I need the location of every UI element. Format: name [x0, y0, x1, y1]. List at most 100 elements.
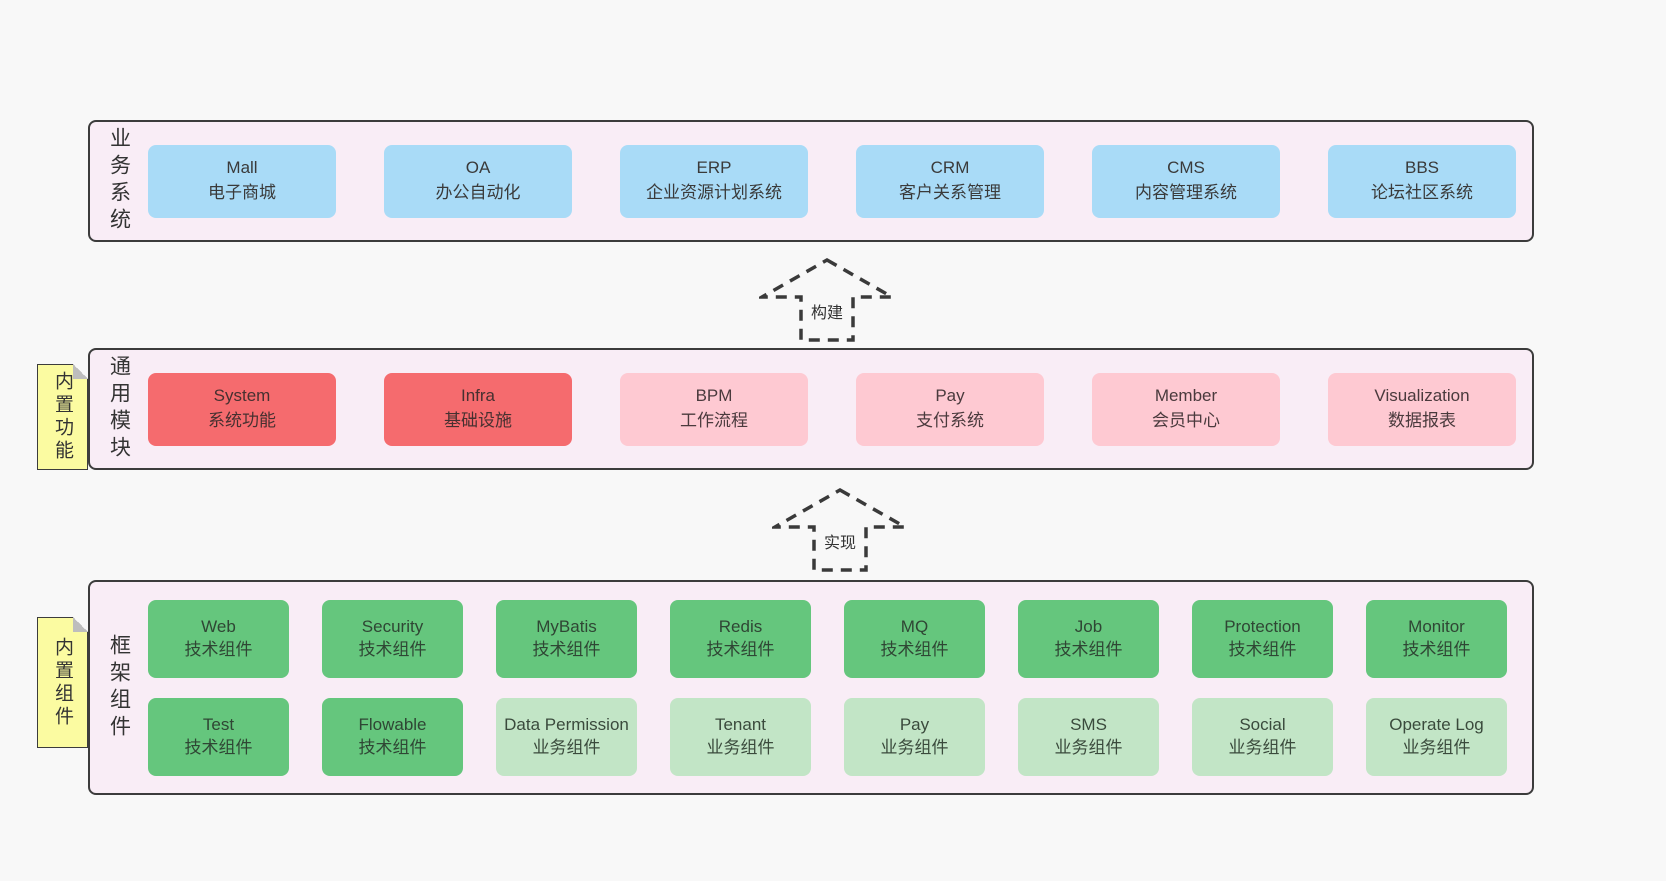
- box-mall-zh: 电子商城: [208, 183, 276, 202]
- box-web-zh: 技术组件: [184, 639, 253, 659]
- box-redis-zh: 技术组件: [706, 639, 775, 659]
- box-test: Test 技术组件: [148, 697, 289, 776]
- box-cms: CMS 内容管理系统: [1092, 144, 1280, 218]
- box-cms-en: CMS: [1167, 158, 1205, 178]
- box-job: Job 技术组件: [1018, 599, 1159, 678]
- box-data-permission-en: Data Permission: [504, 714, 629, 734]
- box-system-en: System: [213, 386, 271, 406]
- box-bpm-zh: 工作流程: [680, 411, 748, 430]
- sticky-builtin-components-label: 内置组件: [52, 636, 73, 729]
- components-side-label-wrap: 框架组件: [90, 582, 148, 793]
- box-data-permission: Data Permission 业务组件: [496, 697, 637, 776]
- box-flowable-zh: 技术组件: [358, 737, 427, 757]
- sticky-note-builtin-features: 内置功能: [37, 364, 88, 470]
- layer-common-modules: 通用模块 System 系统功能 Infra 基础设施 BPM 工作流程 Pay…: [88, 348, 1534, 470]
- box-social-en: Social: [1239, 714, 1286, 734]
- box-crm: CRM 客户关系管理: [856, 144, 1044, 218]
- box-cms-zh: 内容管理系统: [1135, 183, 1237, 202]
- box-flowable-en: Flowable: [358, 714, 427, 734]
- box-bpm-en: BPM: [695, 386, 733, 406]
- module-boxes: System 系统功能 Infra 基础设施 BPM 工作流程 Pay 支付系统…: [148, 350, 1532, 468]
- components-row-1: Web 技术组件 Security 技术组件 MyBatis 技术组件 Redi…: [148, 599, 1522, 678]
- sticky-builtin-features-label: 内置功能: [52, 371, 73, 463]
- box-bbs-zh: 论坛社区系统: [1371, 183, 1473, 202]
- box-data-permission-zh: 业务组件: [532, 737, 601, 757]
- box-operate-log: Operate Log 业务组件: [1366, 697, 1507, 776]
- box-tenant-en: Tenant: [714, 714, 767, 734]
- box-monitor-en: Monitor: [1408, 616, 1465, 636]
- box-visualization-zh: 数据报表: [1388, 411, 1456, 430]
- box-sms-en: SMS: [1070, 714, 1107, 734]
- box-bbs: BBS 论坛社区系统: [1328, 144, 1516, 218]
- box-pay-component-en: Pay: [899, 714, 930, 734]
- box-redis-en: Redis: [718, 616, 763, 636]
- box-mq: MQ 技术组件: [844, 599, 985, 678]
- box-erp-zh: 企业资源计划系统: [646, 183, 782, 202]
- box-protection-zh: 技术组件: [1228, 639, 1297, 659]
- business-boxes: Mall 电子商城 OA 办公自动化 ERP 企业资源计划系统 CRM 客户关系…: [148, 122, 1532, 240]
- box-social-zh: 业务组件: [1228, 737, 1297, 757]
- box-crm-zh: 客户关系管理: [899, 183, 1001, 202]
- box-protection-en: Protection: [1224, 616, 1301, 636]
- box-infra-zh: 基础设施: [444, 411, 512, 430]
- layer-framework-components: 框架组件 Web 技术组件 Security 技术组件 MyBatis 技术组件…: [88, 580, 1534, 795]
- box-mq-zh: 技术组件: [880, 639, 949, 659]
- box-visualization: Visualization 数据报表: [1328, 372, 1516, 446]
- box-mq-en: MQ: [900, 616, 929, 636]
- box-infra-en: Infra: [460, 386, 496, 406]
- arrow-build-label: 构建: [810, 305, 844, 322]
- components-row-2: Test 技术组件 Flowable 技术组件 Data Permission …: [148, 697, 1522, 776]
- box-flowable: Flowable 技术组件: [322, 697, 463, 776]
- box-sms-zh: 业务组件: [1054, 737, 1123, 757]
- box-pay-module: Pay 支付系统: [856, 372, 1044, 446]
- box-security: Security 技术组件: [322, 599, 463, 678]
- box-pay-component-zh: 业务组件: [880, 737, 949, 757]
- business-side-label-wrap: 业务系统: [90, 122, 148, 240]
- box-tenant: Tenant 业务组件: [670, 697, 811, 776]
- box-security-en: Security: [361, 616, 424, 636]
- box-social: Social 业务组件: [1192, 697, 1333, 776]
- box-system-zh: 系统功能: [208, 411, 276, 430]
- box-tenant-zh: 业务组件: [706, 737, 775, 757]
- box-sms: SMS 业务组件: [1018, 697, 1159, 776]
- business-layer-label: 业务系统: [107, 127, 131, 235]
- sticky-note-builtin-components: 内置组件: [37, 617, 88, 748]
- box-infra: Infra 基础设施: [384, 372, 572, 446]
- box-oa-zh: 办公自动化: [435, 183, 521, 202]
- box-pay-component: Pay 业务组件: [844, 697, 985, 776]
- box-member-en: Member: [1154, 386, 1218, 406]
- box-monitor-zh: 技术组件: [1402, 639, 1471, 659]
- arrow-implement: 实现: [772, 487, 908, 573]
- box-operate-log-en: Operate Log: [1389, 714, 1484, 734]
- box-test-en: Test: [202, 714, 235, 734]
- box-security-zh: 技术组件: [358, 639, 427, 659]
- modules-side-label-wrap: 通用模块: [90, 350, 148, 468]
- box-web-en: Web: [201, 616, 236, 636]
- box-bpm: BPM 工作流程: [620, 372, 808, 446]
- box-member-zh: 会员中心: [1152, 411, 1220, 430]
- box-pay-module-en: Pay: [935, 386, 965, 406]
- components-grid: Web 技术组件 Security 技术组件 MyBatis 技术组件 Redi…: [148, 582, 1532, 793]
- box-mybatis-en: MyBatis: [536, 616, 597, 636]
- box-bbs-en: BBS: [1404, 158, 1440, 178]
- box-redis: Redis 技术组件: [670, 599, 811, 678]
- box-mybatis-zh: 技术组件: [532, 639, 601, 659]
- box-mall: Mall 电子商城: [148, 144, 336, 218]
- box-pay-module-zh: 支付系统: [916, 411, 984, 430]
- box-mall-en: Mall: [226, 158, 258, 178]
- box-crm-en: CRM: [930, 158, 970, 178]
- box-system: System 系统功能: [148, 372, 336, 446]
- box-visualization-en: Visualization: [1374, 386, 1470, 406]
- components-layer-label: 框架组件: [107, 633, 131, 742]
- box-operate-log-zh: 业务组件: [1402, 737, 1471, 757]
- box-job-zh: 技术组件: [1054, 639, 1123, 659]
- modules-layer-label: 通用模块: [107, 355, 131, 463]
- arrow-build: 构建: [759, 257, 895, 343]
- box-member: Member 会员中心: [1092, 372, 1280, 446]
- box-job-en: Job: [1074, 616, 1103, 636]
- box-oa-en: OA: [465, 158, 491, 178]
- box-protection: Protection 技术组件: [1192, 599, 1333, 678]
- box-erp-en: ERP: [696, 158, 732, 178]
- arrow-implement-label: 实现: [823, 535, 857, 552]
